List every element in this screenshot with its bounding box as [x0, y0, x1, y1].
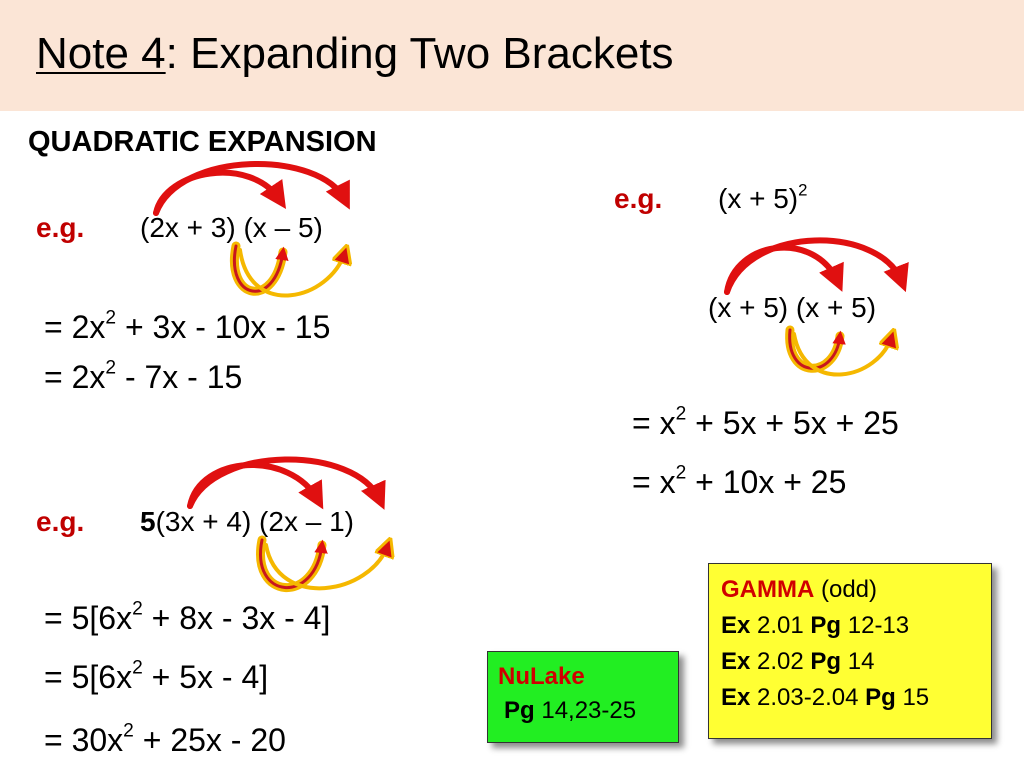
title-text: : Expanding Two Brackets	[165, 29, 674, 78]
arrow-yellow-3a-core	[788, 328, 846, 370]
title-band	[0, 0, 1024, 111]
gamma-reference-box: GAMMA (odd) Ex 2.01 Pg 12-13 Ex 2.02 Pg …	[708, 563, 992, 739]
arrow-red-3a	[724, 244, 844, 295]
example2-step-1: = 5[6x2 + 8x - 3x - 4]	[44, 598, 331, 636]
example3-step-1: = x2 + 5x + 5x + 25	[632, 403, 899, 441]
nulake-pages: Pg 14,23-25	[504, 697, 637, 724]
arrow-red-1a	[153, 169, 287, 216]
gamma-title: GAMMA (odd)	[721, 576, 878, 603]
arrow-red-3b	[724, 237, 909, 295]
example2-expression: 5(3x + 4) (2x – 1)	[140, 506, 354, 537]
arrow-yellow-2a-core	[259, 538, 328, 589]
arrow-red-1b	[153, 160, 350, 216]
example3-expression: (x + 5)2	[718, 180, 808, 214]
gamma-line-3: Ex 2.03-2.04 Pg 15	[721, 684, 930, 711]
example3-expanded: (x + 5) (x + 5)	[708, 292, 877, 323]
example2-step-3: = 30x2 + 25x - 20	[44, 720, 286, 758]
arrow-yellow-2b	[264, 545, 388, 591]
arrow-yellow-1b	[238, 250, 345, 298]
arrow-red-2a	[187, 462, 324, 510]
example3-eg-label: e.g.	[614, 183, 663, 214]
arrow-yellow-1a-core	[232, 244, 289, 293]
example1-eg-label: e.g.	[36, 212, 85, 243]
example2-eg-label: e.g.	[36, 506, 85, 537]
example1-step-1: = 2x2 + 3x - 10x - 15	[44, 307, 331, 345]
example1-expression: (2x + 3) (x – 5)	[140, 212, 323, 243]
arrow-yellow-3b	[792, 334, 892, 377]
gamma-line-2: Ex 2.02 Pg 14	[721, 648, 875, 675]
arrow-yellow-2a	[256, 535, 327, 592]
page-title: Note 4: Expanding Two Brackets	[36, 24, 674, 84]
nulake-reference-box: NuLake Pg 14,23-25	[487, 651, 679, 743]
note-label: Note 4	[36, 29, 166, 78]
arrow-yellow-1a	[230, 241, 288, 296]
gamma-line-1: Ex 2.01 Pg 12-13	[721, 612, 910, 639]
example1-step-2: = 2x2 - 7x - 15	[44, 357, 243, 395]
nulake-title: NuLake	[498, 663, 585, 690]
example2-step-2: = 5[6x2 + 5x - 4]	[44, 657, 269, 695]
example3-step-2: = x2 + 10x + 25	[632, 462, 847, 500]
arrow-yellow-3a	[785, 325, 845, 373]
arrow-red-2b	[187, 456, 386, 510]
section-heading: QUADRATIC EXPANSION	[28, 126, 377, 158]
